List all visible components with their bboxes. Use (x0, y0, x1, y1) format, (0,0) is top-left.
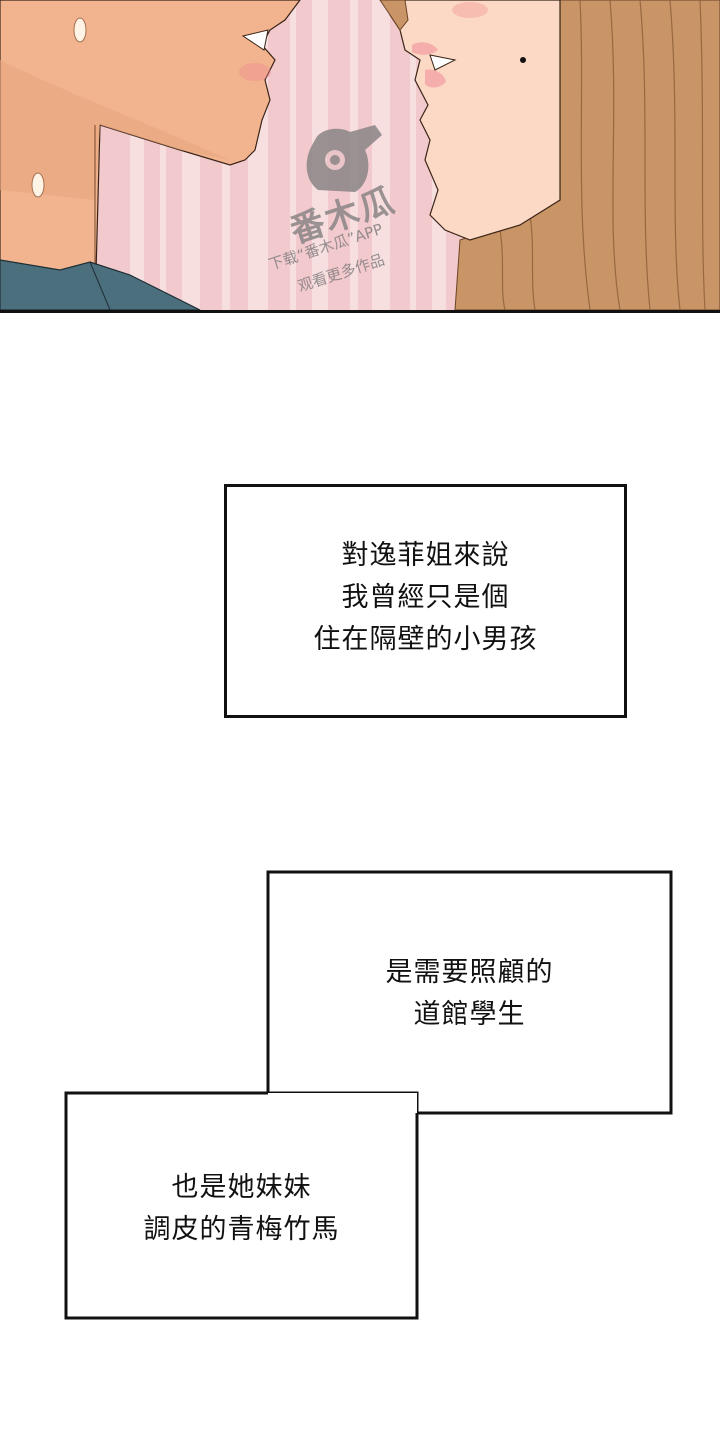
caption-1-line-1: 對逸菲姐來說 (341, 540, 510, 571)
caption-2-text: 是需要照顧的 道館學生 (268, 952, 671, 1036)
kiss-scene-illustration (0, 0, 720, 310)
caption-1-line-3: 住在隔壁的小男孩 (313, 624, 538, 655)
caption-2-line-1: 是需要照顧的 (385, 957, 554, 988)
caption-3-text: 也是她妹妹 調皮的青梅竹馬 (66, 1167, 417, 1251)
caption-1-line-2: 我曾經只是個 (341, 582, 510, 613)
watermark (306, 125, 382, 192)
caption-box-1 (224, 484, 627, 718)
caption-3-line-2: 調皮的青梅竹馬 (143, 1214, 340, 1245)
caption-2-line-2: 道館學生 (413, 999, 526, 1030)
caption-3-line-1: 也是她妹妹 (171, 1172, 312, 1203)
comic-art-panel: 番木瓜 下载“番木瓜”APP 观看更多作品 (0, 0, 720, 313)
caption-1-text: 對逸菲姐來說 我曾經只是個 住在隔壁的小男孩 (224, 535, 627, 661)
